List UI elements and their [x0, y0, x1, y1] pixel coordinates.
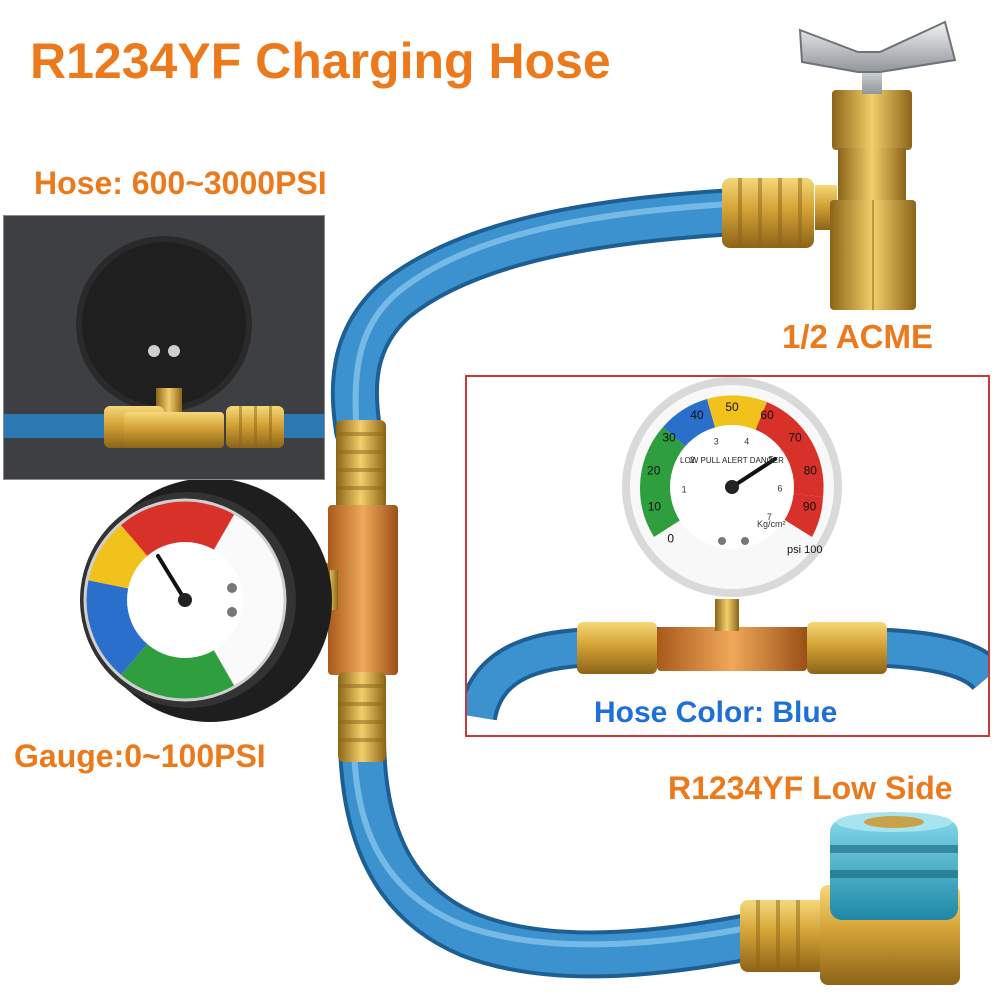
gauge-kg-tick-label: 1 [682, 485, 687, 495]
gauge-needle [156, 554, 187, 602]
gauge-kg-tick-label: 2 [690, 455, 695, 465]
main-gauge [80, 478, 332, 722]
gauge-psi-tick-label: 70 [788, 431, 802, 445]
gauge-psi-tick-label: 10 [648, 499, 662, 513]
gauge-psi-tick-label: 50 [725, 400, 739, 414]
inset-gauge-back-photo [3, 215, 325, 480]
gauge-psi-tick-label: 90 [803, 499, 817, 513]
low-side-label: R1234YF Low Side [668, 770, 953, 806]
inset-gauge-drawing: 0 10 20 30 40 50 60 70 80 90 1 2 3 4 5 6 7Kg/cm² psi 100 L… [467, 377, 988, 722]
gauge-kg-tick-label: 4 [744, 436, 749, 446]
inset-gauge-back-drawing [4, 216, 324, 479]
gauge-end-label: psi 100 [787, 544, 822, 556]
hose-pressure-label: Hose: 600~3000PSI [34, 165, 327, 201]
gauge-zone-text: LOW PULL ALERT DANGER [680, 456, 784, 465]
gauge-psi-tick-label: 60 [760, 408, 774, 422]
gauge-psi-tick-label: 30 [662, 431, 676, 445]
acme-tap-valve [798, 20, 957, 310]
gauge-psi-tick-label: 20 [647, 463, 661, 477]
acme-label: 1/2 ACME [782, 318, 933, 355]
wing-handle [798, 20, 957, 73]
product-title: R1234YF Charging Hose [30, 33, 611, 89]
gauge-unit-label: Kg/cm² [757, 519, 786, 529]
low-side-coupler [740, 812, 960, 985]
gauge-range-label: Gauge:0~100PSI [14, 738, 266, 774]
gauge-psi-tick-label: 80 [804, 463, 818, 477]
gauge-psi-tick-label: 0 [667, 531, 674, 545]
tee-fitting [328, 505, 398, 675]
ferrule-valve [722, 178, 814, 248]
gauge-kg-tick-label: 3 [714, 437, 719, 447]
gauge-kg-tick-label: 5 [769, 454, 774, 464]
gauge-kg-tick-label: 6 [777, 484, 782, 494]
gauge-psi-tick-label: 40 [690, 408, 704, 422]
gauge-kg-tick-label: 7 [767, 512, 772, 522]
hose-color-label: Hose Color: Blue [594, 696, 838, 729]
